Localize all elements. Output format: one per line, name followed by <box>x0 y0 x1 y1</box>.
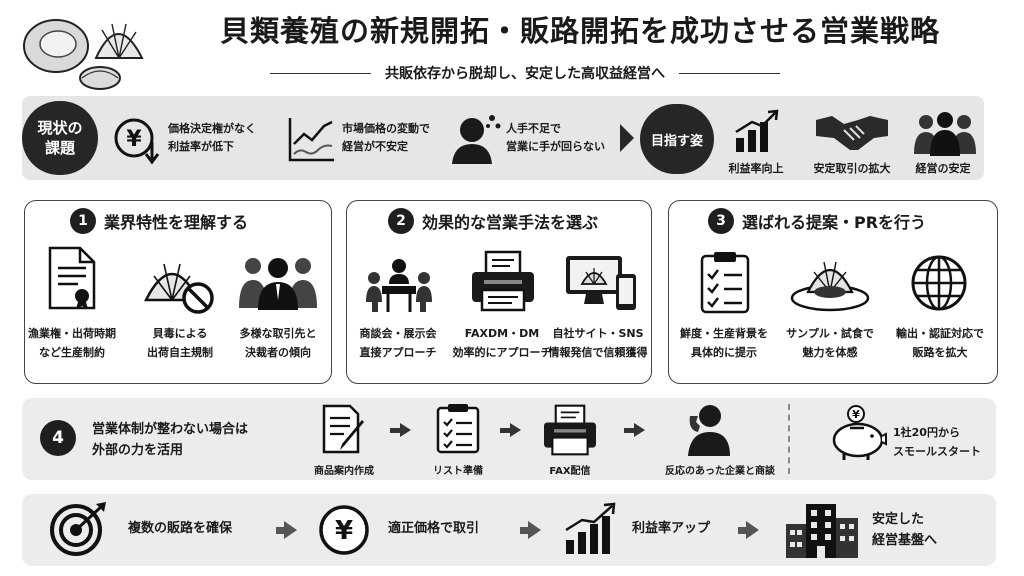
outcome-text: 利益率アップ <box>632 521 711 536</box>
list-clipboard-icon <box>436 402 480 454</box>
arrow-right-icon <box>500 423 521 437</box>
profit-chart-icon <box>562 502 618 556</box>
section-number: 1 <box>70 208 96 234</box>
item-text: 漁業権・出荷時期 など生産制約 <box>28 327 116 359</box>
current-issues-label: 現状の 課題 <box>22 101 98 175</box>
item-text: サンプル・試食で 魅力を体感 <box>786 327 874 359</box>
outcome-text: 適正価格で取引 <box>388 521 480 536</box>
arrow-right-icon <box>276 521 297 539</box>
shellfish-logo-icon <box>18 6 148 92</box>
item-text: 鮮度・生産背景を 具体的に提示 <box>680 327 768 359</box>
svg-text:¥: ¥ <box>335 516 353 546</box>
item-text: 商談会・展示会 直接アプローチ <box>359 327 437 359</box>
section-header: 2 効果的な営業手法を選ぶ <box>388 208 598 234</box>
page-title: 貝類養殖の新規開拓・販路開拓を成功させる営業戦略 <box>219 14 940 48</box>
section-header: 3 選ばれる提案・PRを行う <box>708 208 926 234</box>
yen-circle-icon: ¥ <box>318 504 370 556</box>
item-text: 輸出・認証対応で 販路を拡大 <box>896 327 984 359</box>
handshake-icon <box>814 110 890 154</box>
fax-icon <box>470 250 536 312</box>
business-people-icon <box>238 254 318 310</box>
outcome-text: 安定した 経営基盤へ <box>872 512 938 548</box>
issue-text: 人手不足で 営業に手が回らない <box>506 122 605 153</box>
section-number: 2 <box>388 208 414 234</box>
piggy-bank-icon: ¥ <box>826 404 888 462</box>
svg-text:¥: ¥ <box>126 127 142 152</box>
flow-text: 商品案内作成 <box>314 466 374 477</box>
goal-text: 安定取引の拡大 <box>813 162 891 175</box>
goal-text: 利益率向上 <box>728 162 784 175</box>
item-text: 多様な取引先と 決裁者の傾向 <box>239 327 317 359</box>
divider-line <box>270 72 371 74</box>
arrow-right-icon <box>624 423 645 437</box>
phone-call-icon <box>684 402 732 456</box>
meeting-icon <box>364 258 434 314</box>
section-title: 選ばれる提案・PRを行う <box>742 213 927 232</box>
section-title: 効果的な営業手法を選ぶ <box>422 213 599 232</box>
small-start-text: 1社20円から スモールスタート <box>893 426 981 458</box>
divider-line <box>788 404 790 474</box>
item-text: FAXDM・DM 効率的にアプローチ <box>452 327 552 359</box>
svg-text:¥: ¥ <box>852 408 860 421</box>
step-text: 営業体制が整わない場合は 外部の力を活用 <box>92 422 249 458</box>
subtitle-row: 共販依存から脱却し、安定した高収益経営へ <box>270 63 780 83</box>
worried-person-icon <box>450 112 502 166</box>
flow-text: FAX配信 <box>549 466 591 477</box>
goal-text: 経営の安定 <box>915 162 971 175</box>
yen-down-icon: ¥ <box>112 116 162 166</box>
building-icon <box>784 500 860 560</box>
section-number: 3 <box>708 208 734 234</box>
section-header: 1 業界特性を理解する <box>70 208 248 234</box>
arrow-right-icon <box>390 423 411 437</box>
step-number: 4 <box>40 420 76 456</box>
market-chart-icon <box>286 114 336 164</box>
arrow-right-icon <box>520 521 541 539</box>
subtitle: 共販依存から脱却し、安定した高収益経営へ <box>385 66 665 82</box>
arrow-right-icon <box>738 521 759 539</box>
section-title: 業界特性を理解する <box>104 213 249 232</box>
arrow-right-icon <box>620 124 634 152</box>
status-band <box>22 96 984 180</box>
flow-text: 反応のあった企業と商談 <box>665 466 775 477</box>
document-pen-icon <box>320 404 370 454</box>
certificate-icon <box>44 246 98 310</box>
checklist-icon <box>700 250 750 314</box>
team-icon <box>912 110 978 156</box>
bar-growth-icon <box>732 108 780 154</box>
oyster-dish-icon <box>790 254 870 312</box>
issue-text: 市場価格の変動で 経営が不安定 <box>342 122 430 153</box>
shell-prohibited-icon <box>142 254 216 314</box>
website-devices-icon <box>564 254 638 312</box>
fax-icon <box>542 404 598 456</box>
issue-text: 価格決定権がなく 利益率が低下 <box>168 122 256 153</box>
item-text: 自社サイト・SNS 情報発信で信頼獲得 <box>548 327 648 359</box>
divider-line <box>679 72 780 74</box>
target-icon <box>48 500 110 558</box>
flow-text: リスト準備 <box>433 466 483 477</box>
item-text: 貝毒による 出荷自主規制 <box>147 327 213 359</box>
goal-label: 目指す姿 <box>640 104 714 174</box>
globe-icon <box>910 254 968 312</box>
outcome-text: 複数の販路を確保 <box>128 521 233 536</box>
